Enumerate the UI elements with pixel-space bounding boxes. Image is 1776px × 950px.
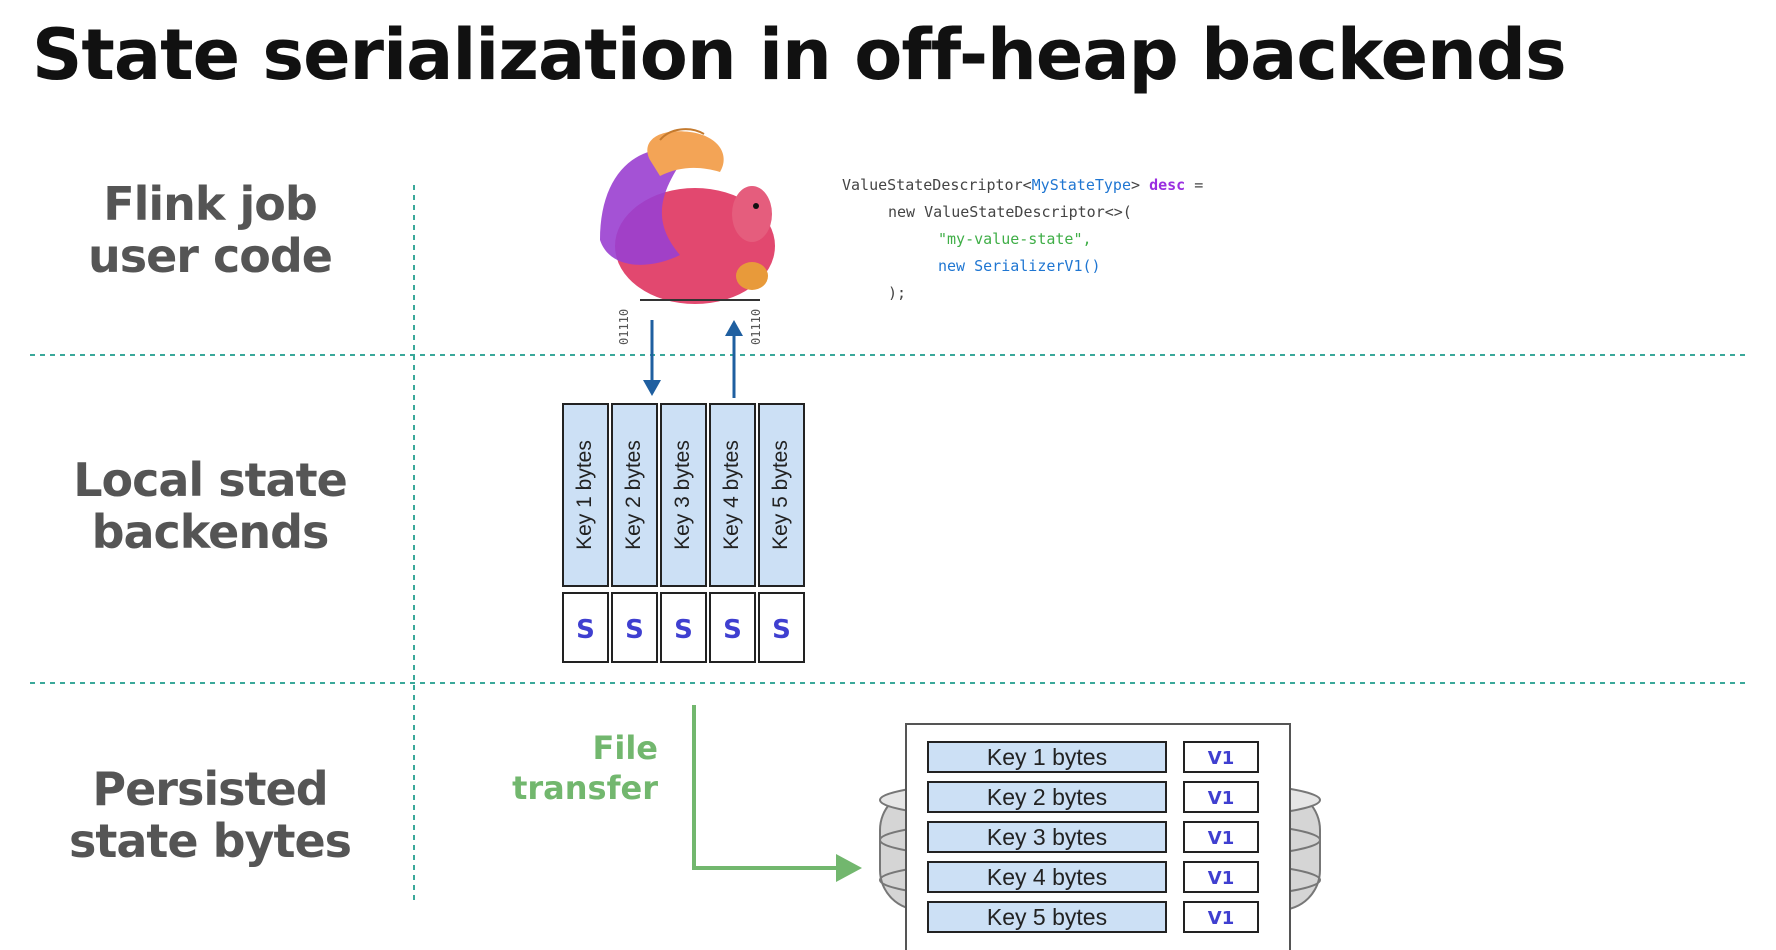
serializer-label: S (772, 615, 791, 645)
serializer-slot (758, 592, 805, 663)
row-label-local-backends: Local state backends (60, 454, 360, 558)
serializer-slot (611, 592, 658, 663)
persisted-key-label: Key 5 bytes (987, 904, 1107, 930)
key-slot-label: Key 3 bytes (671, 440, 694, 550)
persisted-key-cell (927, 741, 1167, 773)
flink-squirrel-icon (600, 128, 775, 304)
arrow-up-head (725, 320, 743, 336)
key-slot-label: Key 5 bytes (769, 440, 792, 550)
row-label-persisted: Persisted state bytes (60, 763, 360, 867)
persisted-version-label: V1 (1208, 748, 1234, 769)
persisted-key-label: Key 3 bytes (987, 824, 1107, 850)
persisted-key-label: Key 2 bytes (987, 784, 1107, 810)
row-label-line: Persisted (92, 762, 328, 816)
persisted-key-cell (927, 781, 1167, 813)
row-label-line: Local state (73, 453, 348, 507)
key-slot (562, 403, 609, 587)
persisted-version-label: V1 (1208, 828, 1234, 849)
serializer-slot (709, 592, 756, 663)
file-transfer-arrow-head (836, 854, 862, 882)
key-slot-label: Key 1 bytes (573, 440, 596, 550)
serializer-label: S (625, 615, 644, 645)
persisted-version-cell (1183, 741, 1259, 773)
serializer-slot (660, 592, 707, 663)
persisted-version-label: V1 (1208, 788, 1234, 809)
key-slot (758, 403, 805, 587)
serializer-label: S (674, 615, 693, 645)
persisted-key-label: Key 4 bytes (987, 864, 1107, 890)
serializer-label: S (576, 615, 595, 645)
key-slot-label: Key 2 bytes (622, 440, 645, 550)
code-line: new SerializerV1() (938, 257, 1101, 275)
persisted-key-cell (927, 901, 1167, 933)
key-slot (611, 403, 658, 587)
key-slot (660, 403, 707, 587)
code-line: ); (888, 284, 907, 302)
persisted-version-cell (1183, 861, 1259, 893)
binary-label-up: 01110 (749, 309, 763, 345)
persisted-key-cell (927, 821, 1167, 853)
serializer-slot (562, 592, 609, 663)
row-label-line: state bytes (68, 814, 352, 868)
persisted-version-cell (1183, 901, 1259, 933)
code-line: "my-value-state", (938, 230, 1092, 248)
row-label-line: backends (91, 505, 330, 559)
row-label-line: user code (87, 229, 333, 283)
arrow-down-head (643, 380, 661, 396)
file-transfer-line: File (592, 729, 659, 767)
file-transfer-label: File transfer (500, 728, 658, 808)
slide-title: State serialization in off-heap backends (32, 14, 1567, 96)
persisted-key-cell (927, 861, 1167, 893)
persisted-key-label: Key 1 bytes (987, 744, 1107, 770)
persisted-version-cell (1183, 821, 1259, 853)
row-label-user-code: Flink job user code (60, 178, 360, 282)
persisted-version-cell (1183, 781, 1259, 813)
code-line: new ValueStateDescriptor<>( (888, 203, 1132, 221)
row-label-line: Flink job (103, 177, 318, 231)
binary-label-down: 01110 (617, 309, 631, 345)
key-slot-label: Key 4 bytes (720, 440, 743, 550)
serializer-label: S (723, 615, 742, 645)
file-transfer-arrow (692, 705, 840, 870)
code-snippet: ValueStateDescriptor<MyStateType> desc =… (842, 172, 1203, 307)
file-transfer-line: transfer (512, 769, 658, 807)
key-slot (709, 403, 756, 587)
persisted-version-label: V1 (1208, 868, 1234, 889)
code-line: ValueStateDescriptor<MyStateType> desc = (842, 176, 1204, 194)
persisted-version-label: V1 (1208, 908, 1234, 929)
